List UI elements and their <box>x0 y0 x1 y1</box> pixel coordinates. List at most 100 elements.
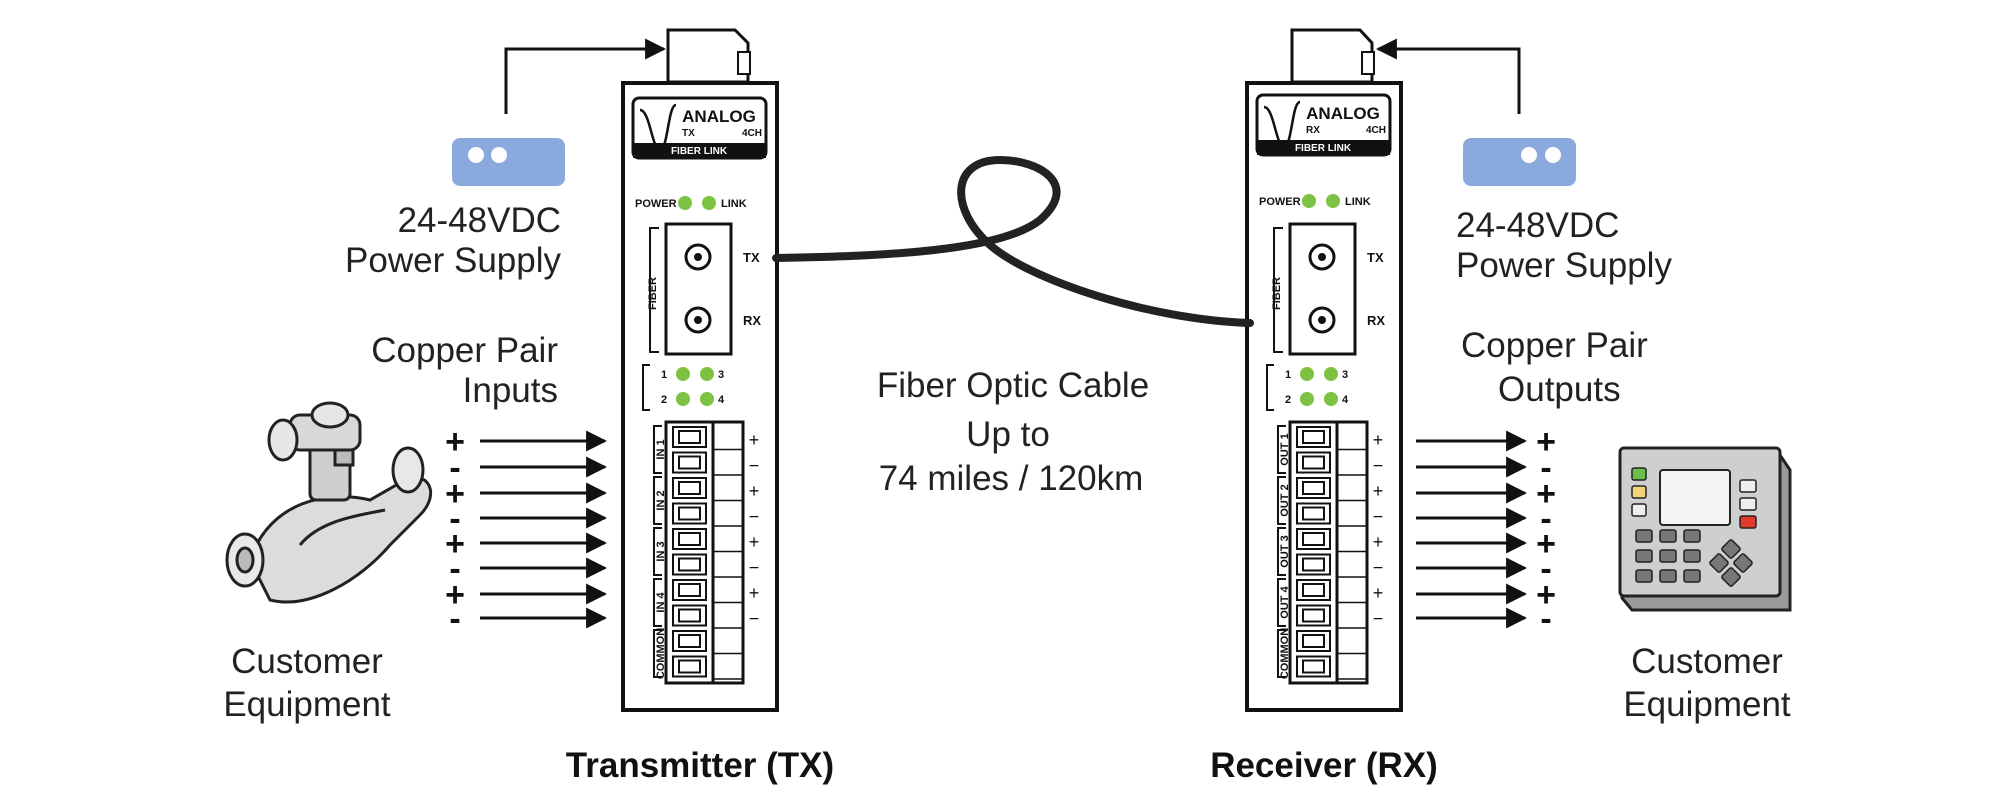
left-input-arrows <box>480 430 608 629</box>
rx_unit-terminal-label: OUT 1 <box>1279 433 1291 465</box>
right-power-line <box>1375 38 1521 114</box>
rx_unit-terminal-sign: − <box>1373 507 1384 527</box>
tx_unit-terminal-label: IN 4 <box>655 592 667 613</box>
left-sign: - <box>449 500 460 538</box>
tx_unit-terminal-sign: − <box>749 609 760 629</box>
tx-led-2-label: 2 <box>661 394 667 406</box>
left-sign: + <box>445 576 465 614</box>
rx-led-2-label: 2 <box>1285 394 1291 406</box>
right-equipment-label-2: Equipment <box>1623 685 1791 724</box>
tx_unit-terminal-label: IN 2 <box>655 490 667 510</box>
left-copper-label-2: Inputs <box>463 371 558 410</box>
tx_unit-terminal-sign: + <box>749 532 760 552</box>
right-psu-label-1: 24-48VDC <box>1456 206 1619 245</box>
rx-fiber-label: FIBER <box>1271 277 1283 310</box>
receiver-title: Receiver (RX) <box>1210 746 1438 785</box>
right-sign: - <box>1540 550 1551 588</box>
rx_unit-terminal-sign: + <box>1373 481 1384 501</box>
rx-led-4-label: 4 <box>1342 394 1349 406</box>
tx-power-label: POWER <box>635 198 677 210</box>
left-signal-signs: +-+-+-+- <box>445 423 465 638</box>
left-equipment-label-1: Customer <box>231 642 383 681</box>
cable-label-2: Up to <box>966 415 1050 454</box>
rx-led-1-label: 1 <box>1285 369 1291 381</box>
tx_unit-terminal-sign: − <box>749 507 760 527</box>
left-equipment-label-2: Equipment <box>223 685 391 724</box>
tx-channels-text: 4CH <box>742 128 762 139</box>
cable-label-3: 74 miles / 120km <box>879 459 1144 498</box>
right-sign: + <box>1536 423 1556 461</box>
flow-meter-icon <box>225 401 433 604</box>
right-signal-signs: +-+-+-+- <box>1536 423 1556 638</box>
fiber-optic-cable <box>772 155 1254 327</box>
rx_unit-terminal-label: COMMON <box>1279 628 1291 679</box>
rx-link-label: LINK <box>1345 196 1371 208</box>
tx_unit-terminal-sign: + <box>749 583 760 603</box>
tx-terminal-block: IN 1 IN 2 IN 3 IN 4 COMMON + − + − + − + − <box>653 420 760 685</box>
tx-mode-text: TX <box>682 128 695 139</box>
left-sign: - <box>449 550 460 588</box>
right-output-arrows <box>1416 430 1528 629</box>
right-equipment-label-1: Customer <box>1631 642 1783 681</box>
rx-port-rx-label: RX <box>1367 313 1385 328</box>
rx-power-led <box>1302 194 1316 208</box>
transmitter-title: Transmitter (TX) <box>566 746 834 785</box>
rx-link-led <box>1326 194 1340 208</box>
left-power-supply-icon <box>452 138 565 186</box>
tx_unit-terminal-sign: − <box>749 456 760 476</box>
left-psu-label-2: Power Supply <box>345 241 561 280</box>
right-copper-label-2: Outputs <box>1498 370 1621 409</box>
tx_unit-terminal-label: IN 3 <box>655 541 667 561</box>
rx_unit-terminal-sign: + <box>1373 430 1384 450</box>
tx_unit-terminal-sign: + <box>749 481 760 501</box>
left-psu-label-1: 24-48VDC <box>398 201 561 240</box>
tx_unit-terminal-label: COMMON <box>655 628 667 679</box>
right-psu-label-2: Power Supply <box>1456 246 1672 285</box>
left-sign: - <box>449 449 460 487</box>
receiver-unit: ANALOG RX 4CH FIBER LINK POWER LINK FIBE… <box>1245 28 1403 712</box>
rx_unit-terminal-sign: − <box>1373 456 1384 476</box>
tx-link-led <box>702 196 716 210</box>
left-sign: + <box>445 475 465 513</box>
right-copper-label-1: Copper Pair <box>1461 326 1648 365</box>
rx-band-text: FIBER LINK <box>1295 143 1352 154</box>
tx_unit-terminal-label: IN 1 <box>655 439 667 459</box>
left-sign: + <box>445 525 465 563</box>
tx-link-label: LINK <box>721 198 747 210</box>
right-power-supply-icon <box>1463 138 1576 186</box>
tx-logo-text: ANALOG <box>682 107 756 126</box>
tx-port-rx-label: RX <box>743 313 761 328</box>
tx-led-1-label: 1 <box>661 369 667 381</box>
rx_unit-terminal-sign: − <box>1373 558 1384 578</box>
rx_unit-terminal-sign: + <box>1373 583 1384 603</box>
tx-port-tx-label: TX <box>743 250 760 265</box>
tx-power-led <box>678 196 692 210</box>
left-power-line <box>504 38 667 114</box>
tx-led-4-label: 4 <box>718 394 725 406</box>
rx-terminal-block: OUT 1 OUT 2 OUT 3 OUT 4 COMMON + − + − + − + − <box>1277 420 1384 685</box>
rx-port-tx-label: TX <box>1367 250 1384 265</box>
rx-power-label: POWER <box>1259 196 1301 208</box>
rx-led-3-label: 3 <box>1342 369 1348 381</box>
right-sign: + <box>1536 576 1556 614</box>
tx_unit-terminal-sign: + <box>749 430 760 450</box>
right-sign: + <box>1536 475 1556 513</box>
tx-fiber-label: FIBER <box>647 277 659 310</box>
display-controller-icon <box>1618 446 1792 612</box>
right-sign: + <box>1536 525 1556 563</box>
rx-mode-text: RX <box>1306 125 1320 136</box>
rx_unit-terminal-label: OUT 2 <box>1279 484 1291 516</box>
rx_unit-terminal-sign: − <box>1373 609 1384 629</box>
tx-led-3-label: 3 <box>718 369 724 381</box>
left-sign: + <box>445 423 465 461</box>
rx-logo-text: ANALOG <box>1306 104 1380 123</box>
rx_unit-terminal-label: OUT 3 <box>1279 535 1291 567</box>
rx_unit-terminal-sign: + <box>1373 532 1384 552</box>
right-sign: - <box>1540 600 1551 638</box>
right-sign: - <box>1540 500 1551 538</box>
rx_unit-terminal-label: OUT 4 <box>1279 585 1291 618</box>
left-sign: - <box>449 600 460 638</box>
transmitter-unit: ANALOG TX 4CH FIBER LINK POWER LINK FIBE… <box>621 28 779 712</box>
tx_unit-terminal-sign: − <box>749 558 760 578</box>
